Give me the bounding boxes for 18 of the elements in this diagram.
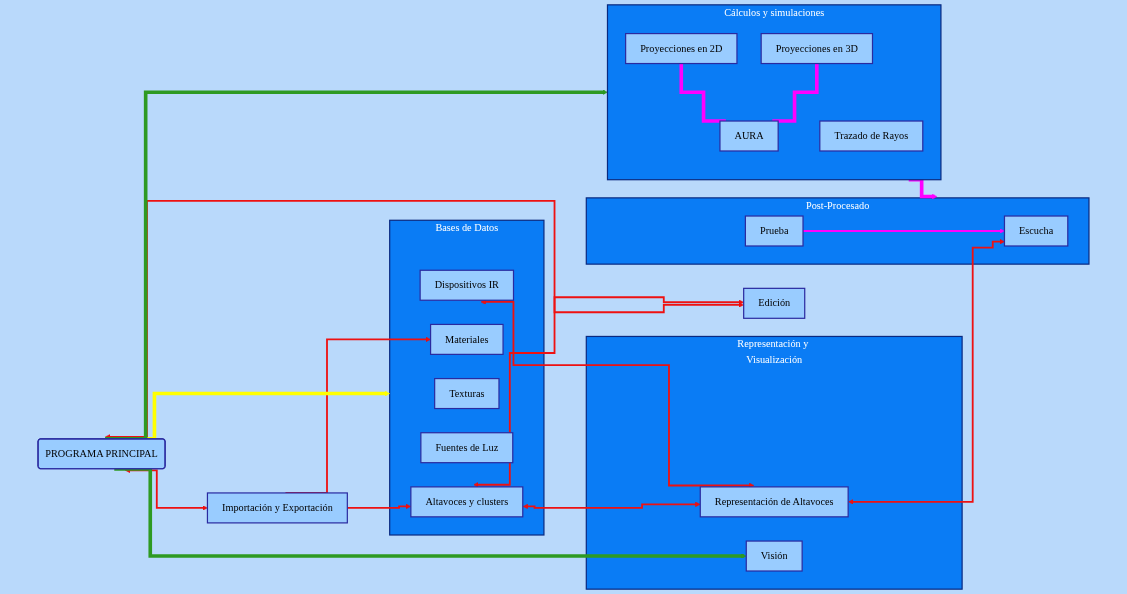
node-box: Materiales [429,323,504,355]
arrow [105,199,744,440]
node-box: Representación de Altavoces [699,486,849,518]
node-box: Texturas [434,377,500,410]
arrow [522,501,701,510]
node-box: Prueba [744,215,804,247]
node-box: Proyecciones en 2D [625,32,738,65]
node-box: Edición [743,287,806,319]
node-box: Importación y Exportación [206,492,348,524]
node-box: Dispositivos IR [419,269,515,301]
node-box: Proyecciones en 3D [760,32,874,65]
node-box: AURA [719,120,779,152]
node-box: Trazado de Rayos [819,120,924,152]
node-box: Visión [745,540,803,572]
node-box: Altavoces y clusters [410,486,524,518]
node-box: Fuentes de Luz [420,432,514,464]
arrow [848,239,1005,505]
node-box: Escucha [1003,215,1069,247]
